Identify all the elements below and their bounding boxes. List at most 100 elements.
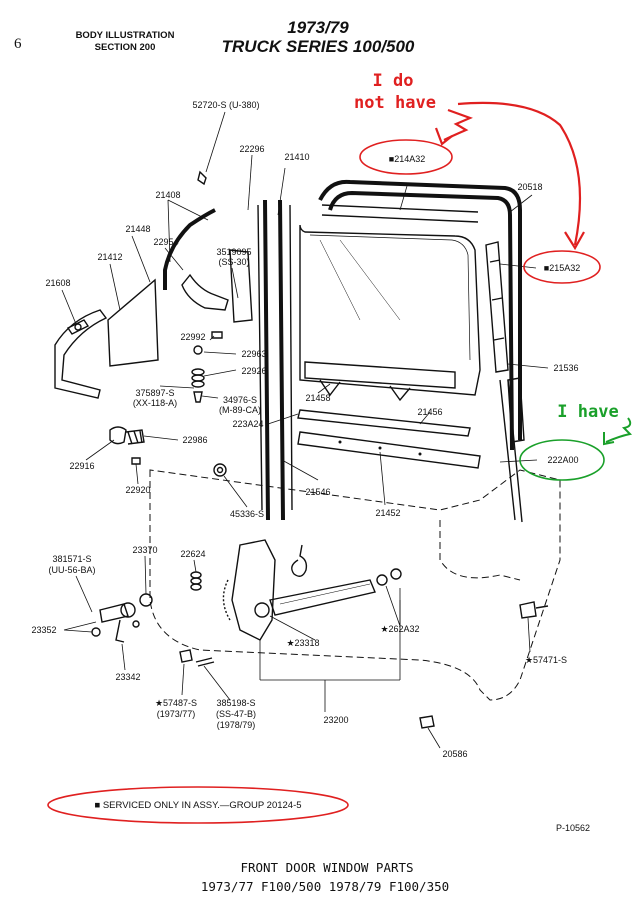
- annotation-do-not-have-line2: not have: [354, 93, 436, 113]
- small-screw-22992: [211, 331, 223, 339]
- red-arrow-to-215A32: [457, 101, 582, 246]
- green-circle-222A00: [519, 439, 605, 481]
- label-375897-s: 375897-S: [135, 388, 174, 398]
- nut-45336: [213, 463, 227, 477]
- annotation-do-not-have: I do not have: [354, 71, 601, 284]
- door-outline: [149, 469, 561, 701]
- label-34976-m89ca: (M-89-CA): [219, 405, 261, 415]
- label-22992: 22992: [180, 332, 205, 342]
- label-21546: 21546: [305, 487, 330, 497]
- label-23370: 23370: [132, 545, 157, 555]
- glass-run-channel-inner: [257, 204, 293, 511]
- annotation-have: I have: [519, 402, 633, 481]
- inner-belt-weatherstrip: [297, 409, 471, 437]
- label-22920: 22920: [125, 485, 150, 495]
- door-frame-weatherstrip-inner: [328, 191, 514, 451]
- pin-22920: [131, 457, 141, 465]
- label-52720-s: 52720-S (U-380): [192, 100, 259, 110]
- label-57487-years: (1973/77): [157, 709, 196, 719]
- label-23342: 23342: [115, 672, 140, 682]
- label-21536: 21536: [553, 363, 578, 373]
- label-381571-uu56ba: (UU-56-BA): [48, 565, 95, 575]
- vent-window-glass: [107, 278, 159, 367]
- regulator-bolts: [179, 601, 549, 729]
- label-381571-s: 381571-S: [52, 554, 91, 564]
- door-glass-inner: [309, 234, 471, 361]
- window-regulator: [222, 539, 402, 641]
- screw-52720: [197, 170, 207, 186]
- window-crank-handle: [91, 593, 153, 643]
- pivot-spring-stack: [191, 345, 205, 403]
- belt-weatherstrip-upper: [321, 204, 479, 223]
- clip-fastener: [109, 426, 145, 445]
- green-arrow-to-222A00: [605, 417, 633, 443]
- label-57487-s: ★57487-S: [155, 698, 197, 708]
- glass-run-channel: [263, 199, 285, 521]
- rear-run-channel: [485, 241, 509, 373]
- door-frame-weatherstrip: [318, 179, 522, 440]
- label-34976-s: 34976-S: [223, 395, 257, 405]
- label-20586: 20586: [442, 749, 467, 759]
- label-22926: 22926: [241, 366, 266, 376]
- label-21408: 21408: [155, 190, 180, 200]
- vent-division-bar: [163, 208, 216, 290]
- door-inner-outline: [439, 520, 521, 581]
- label-57471-s: ★57471-S: [525, 655, 567, 665]
- label-21452: 21452: [375, 508, 400, 518]
- label-22954: 22954: [153, 237, 178, 247]
- rear-weatherstrip: [499, 379, 523, 523]
- label-375897-xx118a: (XX-118-A): [133, 398, 177, 408]
- label-385198-ss47b: (SS-47-B): [216, 709, 256, 719]
- label-21448: 21448: [125, 224, 150, 234]
- red-arrow-to-214A32: [443, 108, 473, 141]
- glass-reflection: [319, 239, 401, 321]
- vent-pivot-bracket: [181, 273, 229, 311]
- caption-title: FRONT DOOR WINDOW PARTS: [240, 860, 413, 875]
- label-21608: 21608: [45, 278, 70, 288]
- red-circle-215A32: [523, 250, 601, 284]
- footnote-text: ■ SERVICED ONLY IN ASSY.—GROUP 20124-5: [94, 800, 301, 811]
- label-214A32: ■214A32: [389, 154, 425, 164]
- label-385198-years: (1978/79): [217, 720, 256, 730]
- plate-number: P-10562: [556, 823, 590, 833]
- door-glass: [299, 224, 481, 396]
- label-385198-s: 385198-S: [216, 698, 255, 708]
- label-222A00: 222A00: [547, 455, 578, 465]
- label-21456: 21456: [417, 407, 442, 417]
- counterbalance-spring: [291, 544, 308, 577]
- label-215A32: ■215A32: [544, 263, 580, 273]
- section-number: SECTION 200: [95, 42, 156, 53]
- label-20518: 20518: [517, 182, 542, 192]
- leader-lines: [61, 111, 549, 749]
- vent-window-frame: [54, 309, 108, 399]
- rear-run-channel-lower: [507, 377, 525, 443]
- caption-models: 1973/77 F100/500 1978/79 F100/350: [201, 879, 449, 894]
- label-223A24: 223A24: [232, 419, 263, 429]
- label-21458: 21458: [305, 393, 330, 403]
- part-labels: 52720-S (U-380) 22296 21410 ■214A32 2051…: [31, 100, 580, 759]
- label-3519095-ss30: (SS-30): [218, 257, 249, 267]
- label-23318: ★23318: [286, 638, 319, 648]
- label-45336-s: 45336-S: [230, 509, 264, 519]
- footnote: ■ SERVICED ONLY IN ASSY.—GROUP 20124-5: [47, 786, 349, 824]
- label-22296: 22296: [239, 144, 264, 154]
- label-22916: 22916: [69, 461, 94, 471]
- red-circle-footnote: [47, 786, 349, 824]
- handle-spacer-22624: [190, 571, 202, 591]
- label-22624: 22624: [180, 549, 205, 559]
- label-21410: 21410: [284, 152, 309, 162]
- division-bar-bracket: [229, 249, 253, 323]
- diagram-title-years: 1973/79: [287, 18, 349, 37]
- label-22963: 22963: [241, 349, 266, 359]
- vent-latch-handle: [66, 319, 90, 335]
- annotation-do-not-have-line1: I do: [373, 71, 414, 91]
- red-circle-214A32: [359, 139, 453, 175]
- page-number: 6: [14, 36, 22, 52]
- label-23352: 23352: [31, 625, 56, 635]
- label-22986: 22986: [182, 435, 207, 445]
- diagram-title: TRUCK SERIES 100/500: [222, 37, 415, 56]
- label-23200: 23200: [323, 715, 348, 725]
- section-label: BODY ILLUSTRATION: [76, 30, 175, 41]
- label-3519095: 3519095: [216, 247, 251, 257]
